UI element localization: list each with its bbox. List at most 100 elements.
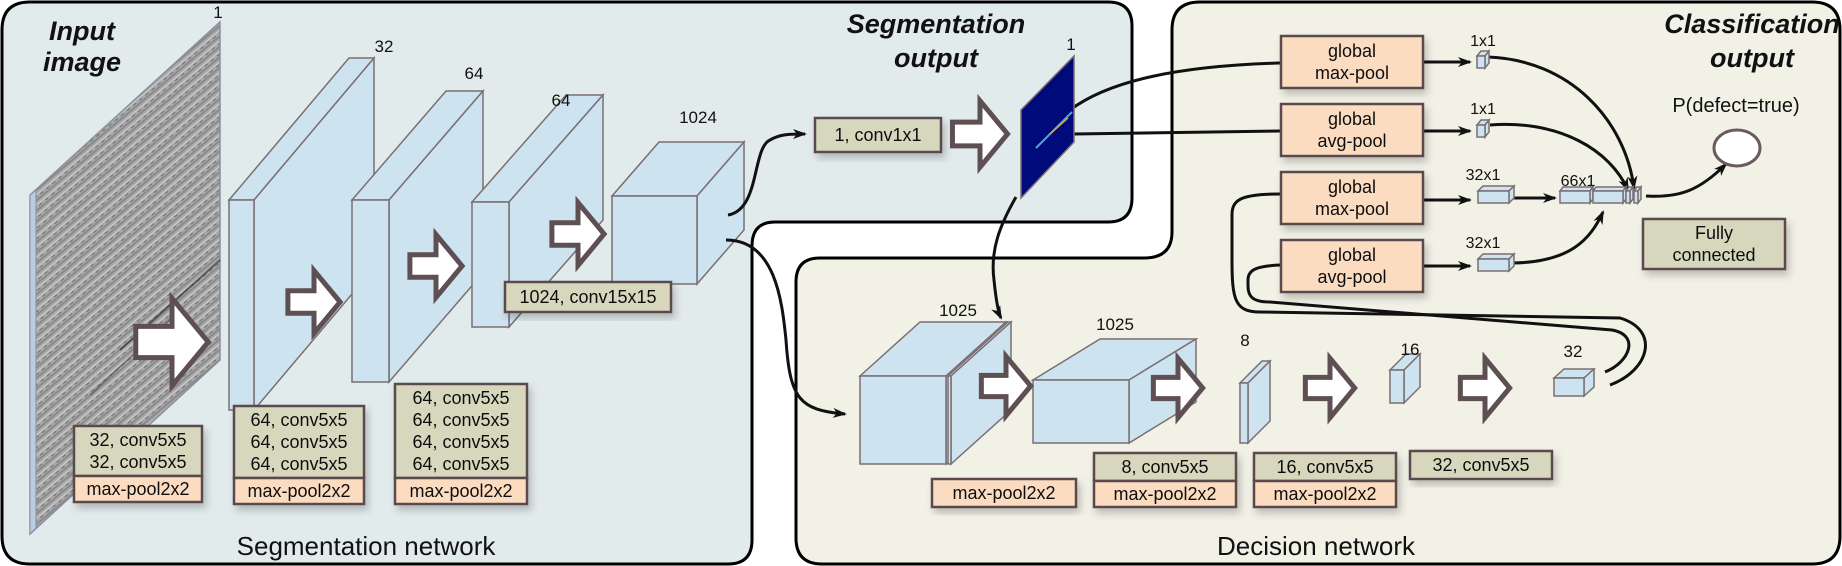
connector-dec-to-avgpool32 [1246,263,1631,374]
fc-label-line1: Fully [1695,223,1733,243]
concat-size-label: 66x1 [1561,173,1596,190]
conv-layer-label: 64, conv5x5 [412,454,509,474]
seg-volume-label: 64 [552,91,571,110]
pool-output-size-label: 1x1 [1470,101,1496,118]
conv-layer-label: 16, conv5x5 [1276,457,1373,477]
conv-layer-label: 8, conv5x5 [1121,457,1208,477]
output-neuron [1712,128,1762,168]
classification-output-title: output [1710,43,1795,73]
dec-volume-8 [1238,359,1272,445]
seg-volume-label: 64 [465,64,484,83]
pool-label-line2: max-pool [1315,199,1389,219]
arrow-conv1x1-to-output [949,93,1011,175]
conv-layer-label: 64, conv5x5 [412,388,509,408]
pool-layer-label: max-pool2x2 [1113,484,1216,504]
connector-concat-to-output [1645,162,1728,198]
pool-label-line1: global [1328,41,1376,61]
conv-layer-label: 64, conv5x5 [250,432,347,452]
cls-concat-part-1a [1624,184,1635,206]
conv-layer-label: 32, conv5x5 [89,452,186,472]
arrow-8-to-16 [1302,351,1358,425]
arrow-32-to-64 [285,263,344,341]
dec-layer-box-1: 8, conv5x5 max-pool2x2 [1092,451,1238,509]
box-label: 1, conv1x1 [834,125,921,145]
pool-label-line2: max-pool [1315,63,1389,83]
decision-network-label: Decision network [1217,531,1416,561]
arrow-64-to-64 [407,227,466,305]
dec-layer-box-3: 32, conv5x5 [1408,449,1554,481]
output-conv-box: 1, conv1x1 [813,116,943,154]
seg-volume-1024 [610,139,746,287]
output-probability-label: P(defect=true) [1672,95,1799,117]
connector-segout-to-avgpool [1073,129,1281,136]
connector-1x1b-to-concat [1489,122,1630,192]
conv-layer-label: 32, conv5x5 [89,430,186,450]
pool-layer-label: max-pool2x2 [1273,484,1376,504]
dec-layer-box-2: 16, conv5x5 max-pool2x2 [1252,451,1398,509]
input-image-title: Input [49,16,116,46]
pool-output-size-label: 32x1 [1466,167,1501,184]
arrow-64-to-1024 [549,195,608,273]
arrow-1025-to-8 [1150,351,1206,425]
conv-layer-label: 64, conv5x5 [412,410,509,430]
input-image-title: image [43,47,121,77]
classification-output-title: Classification [1664,9,1840,39]
pool-layer-label: max-pool2x2 [409,481,512,501]
cls-volume-32x1-avg [1476,252,1516,273]
box-label: max-pool2x2 [952,483,1055,503]
cls-concat-part-32b [1591,184,1628,206]
connector-to-conv1x1 [727,129,807,217]
arrow-16-to-32 [1457,351,1513,425]
dec-volume-label: 1025 [939,301,977,320]
dec-volume-16 [1388,352,1422,405]
dec-first-pool-box: max-pool2x2 [930,477,1078,509]
seg-volume-label: 1024 [679,108,717,127]
fc-label-line2: connected [1672,245,1755,265]
segmentation-output-title: output [894,43,979,73]
connector-segout-to-decision [991,196,1018,320]
pool-label-line2: avg-pool [1317,131,1386,151]
seg-volume-32 [227,55,376,413]
pool-label-line2: avg-pool [1317,267,1386,287]
dec-volume-label: 1025 [1096,315,1134,334]
dec-volume-32 [1552,367,1596,398]
connector-32b-to-concat [1512,210,1605,265]
cls-volume-1x1-avg [1475,117,1491,140]
pool-output-size-label: 1x1 [1470,33,1496,50]
pool-label-line1: global [1328,177,1376,197]
conv-layer-label: 32, conv5x5 [1432,455,1529,475]
segmentation-network-label: Segmentation network [237,531,497,561]
seg-volume-64b [470,93,605,329]
dec-volume-label: 8 [1240,331,1249,350]
pool-label-line1: global [1328,109,1376,129]
connector-1x1a-to-concat [1487,55,1638,190]
conv-layer-label: 64, conv5x5 [412,432,509,452]
pool-output-size-label: 32x1 [1466,235,1501,252]
dec-volume-label: 16 [1401,340,1420,359]
arrow-1025-to-1025 [978,349,1034,423]
seg-volume-label: 32 [375,37,394,56]
connector-segout-to-maxpool [1069,61,1281,112]
connector-dec-to-maxpool32 [1230,192,1647,387]
arrow-input-to-32 [133,291,212,393]
cls-volume-32x1-max [1476,184,1516,205]
box-label: 1024, conv15x15 [519,287,656,307]
dec-volume-label: 32 [1564,342,1583,361]
segmentation-output-title: Segmentation [847,9,1026,39]
pool-layer-label: max-pool2x2 [247,481,350,501]
seg-volume-label: 1 [213,3,222,22]
pool-layer-label: max-pool2x2 [86,479,189,499]
conv-layer-label: 64, conv5x5 [250,454,347,474]
segmentation-output-volume [1020,54,1075,200]
connector-to-decision [725,238,847,418]
final-conv-box: 1024, conv15x15 [503,280,673,314]
